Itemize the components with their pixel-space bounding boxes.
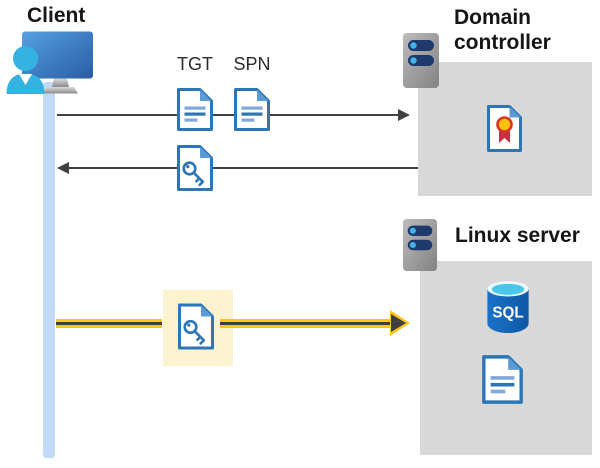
sql-connection-arrow-head-core xyxy=(391,314,406,332)
response-arrow-head xyxy=(57,162,69,174)
response-arrow-line xyxy=(68,167,418,169)
client-lifeline xyxy=(43,82,55,458)
tgt-document-icon xyxy=(176,87,214,132)
service-ticket-key-document-icon xyxy=(176,144,214,192)
certificate-document-icon xyxy=(486,104,523,153)
client-title: Client xyxy=(27,4,86,27)
client-monitor-user-icon xyxy=(2,30,95,95)
sql-connection-arrow-line-left xyxy=(56,319,162,328)
keytab-ticket-key-document-icon xyxy=(177,302,215,351)
tgt-label: TGT xyxy=(177,54,213,74)
request-arrow-line xyxy=(57,114,398,116)
linux-server-title: Linux server xyxy=(455,224,580,247)
request-arrow-head xyxy=(398,109,410,121)
sql-database-icon: SQL xyxy=(485,279,531,334)
linux-server-icon xyxy=(402,217,438,273)
sql-connection-arrow-line-right xyxy=(220,319,392,328)
spn-document-icon xyxy=(233,87,271,132)
keytab-document-icon xyxy=(481,354,524,405)
domain-controller-server-icon xyxy=(402,32,440,89)
spn-label: SPN xyxy=(233,54,271,74)
sql-icon-label: SQL xyxy=(492,304,523,321)
domain-controller-title: Domain controller xyxy=(454,6,551,54)
